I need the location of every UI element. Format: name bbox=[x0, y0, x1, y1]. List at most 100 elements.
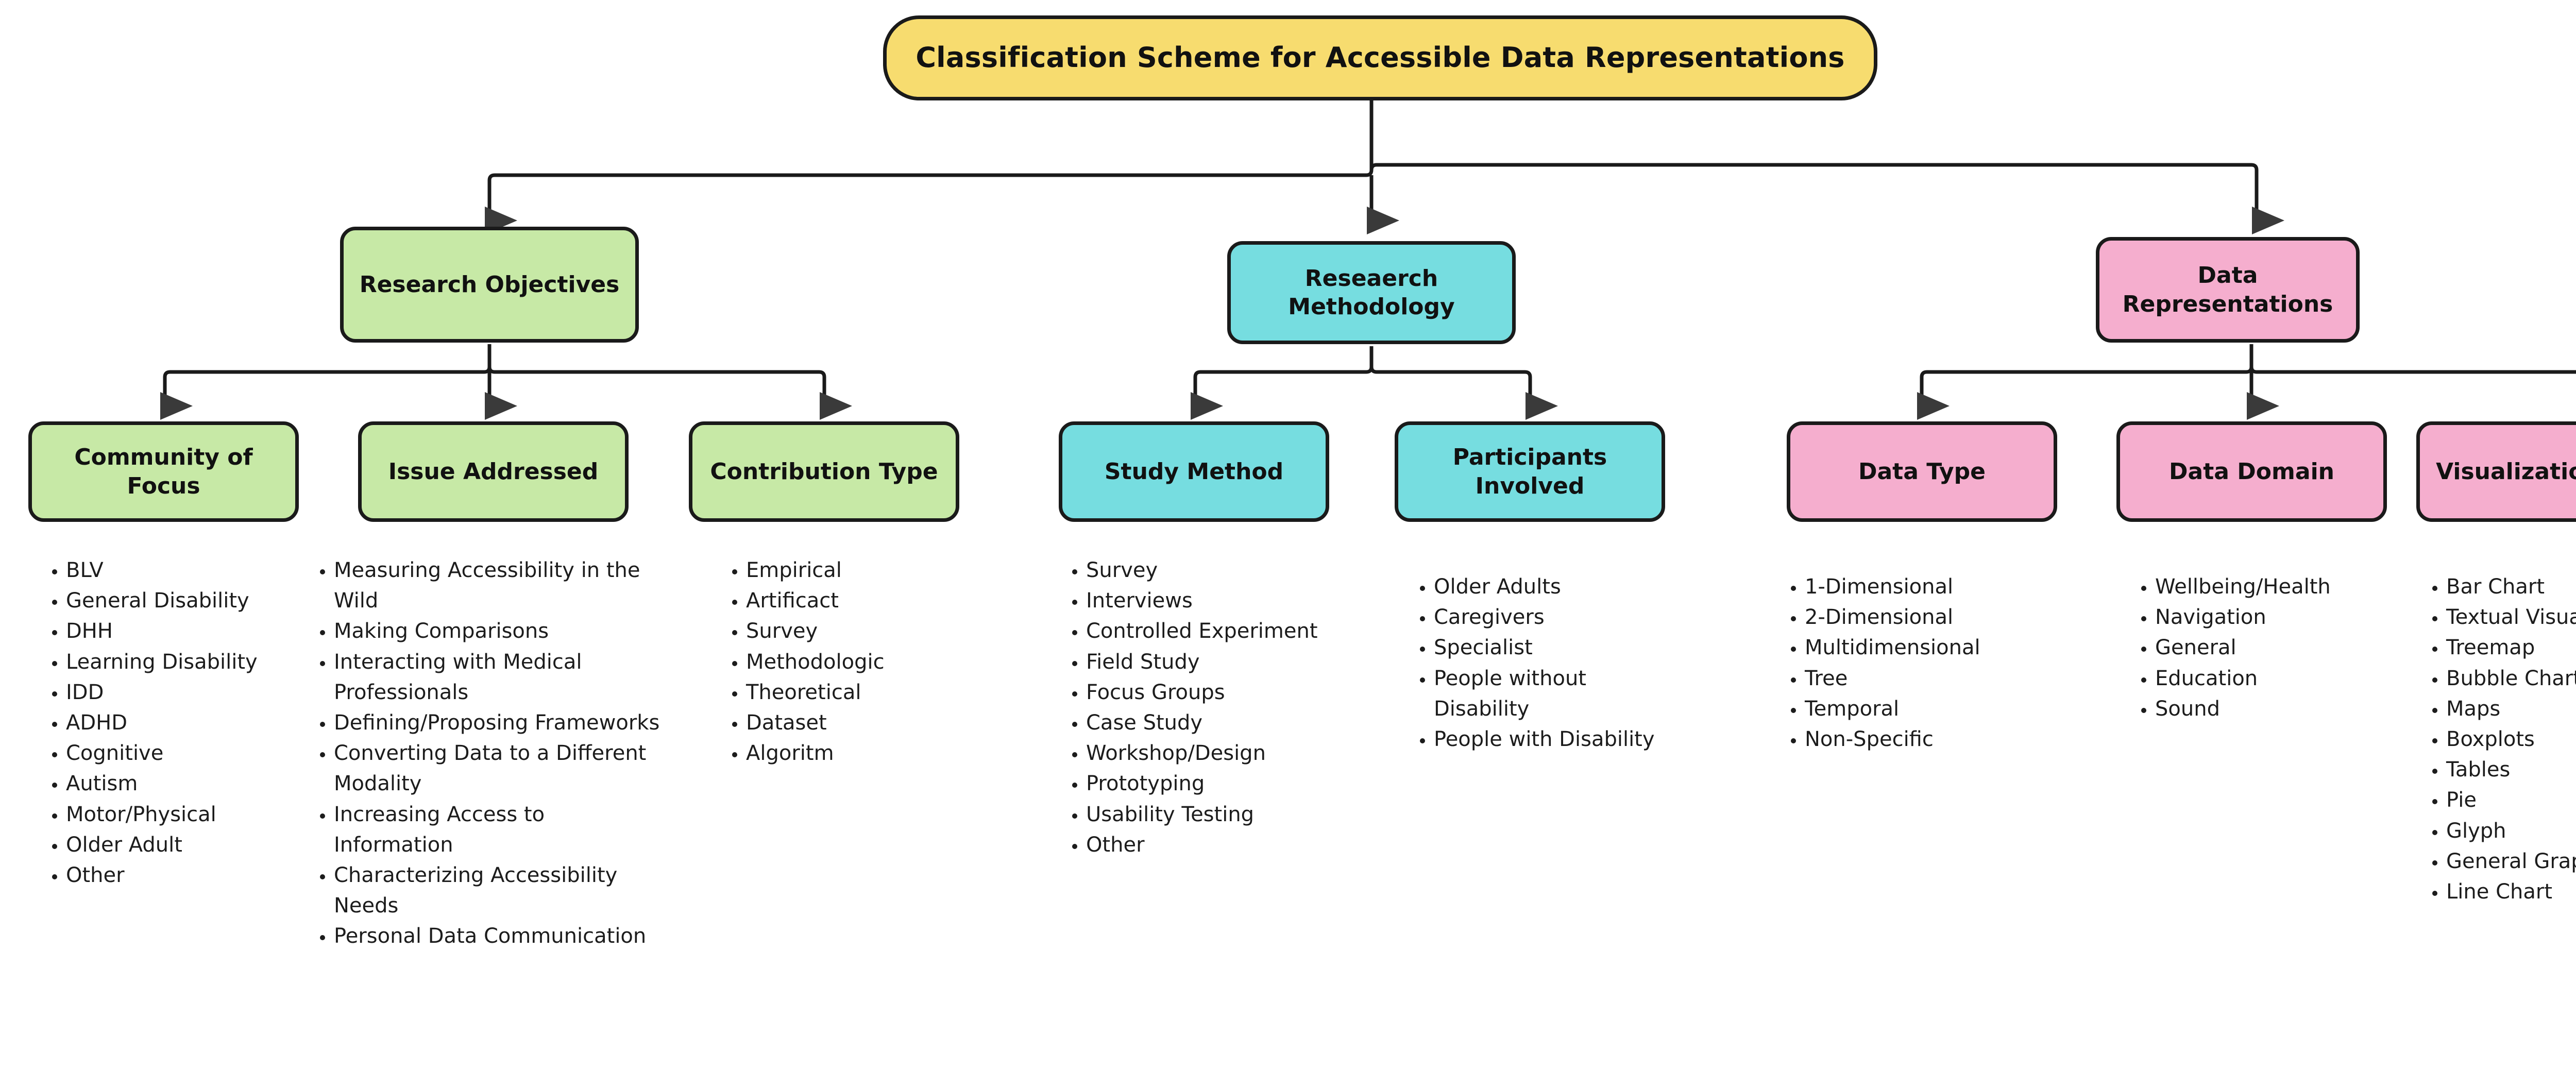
list-item: Focus Groups bbox=[1086, 677, 1350, 708]
list-item: Personal Data Communication bbox=[334, 921, 670, 952]
category-node-label: Data Type bbox=[1858, 458, 1986, 485]
list-item: Bar Chart bbox=[2446, 572, 2576, 602]
list-item: Increasing Access to Information bbox=[334, 800, 670, 860]
list-item: Interacting with Medical Professionals bbox=[334, 647, 670, 708]
list-item: Controlled Experiment bbox=[1086, 616, 1350, 647]
branch-node-reseaerch-methodology[interactable]: Reseaerch Methodology bbox=[1227, 241, 1516, 344]
branch-node-label: Research Objectives bbox=[359, 271, 620, 298]
list-item: Wellbeing/Health bbox=[2155, 572, 2409, 602]
list-item: Interviews bbox=[1086, 586, 1350, 616]
list-item: Line Chart bbox=[2446, 877, 2576, 907]
list-item: ADHD bbox=[66, 708, 299, 738]
bullet-list: EmpiricalArtificactSurveyMethodologicThe… bbox=[721, 555, 963, 769]
list-item: Maps bbox=[2446, 694, 2576, 724]
list-item: Temporal bbox=[1805, 694, 2058, 724]
list-item: Bubble Chart bbox=[2446, 664, 2576, 694]
list-item: Motor/Physical bbox=[66, 800, 299, 830]
category-node-issue-addressed[interactable]: Issue Addressed bbox=[358, 421, 629, 522]
list-participants-involved: Older AdultsCaregiversSpecialistPeople w… bbox=[1409, 572, 1687, 755]
branch-node-research-objectives[interactable]: Research Objectives bbox=[340, 227, 639, 343]
category-node-label: Study Method bbox=[1104, 458, 1284, 485]
list-community-of-focus: BLVGeneral DisabilityDHHLearning Disabil… bbox=[41, 555, 299, 891]
list-item: Specialist bbox=[1434, 633, 1687, 663]
list-item: Glyph bbox=[2446, 816, 2576, 846]
list-data-type: 1-Dimensional2-DimensionalMultidimension… bbox=[1780, 572, 2058, 755]
list-item: Older Adult bbox=[66, 830, 299, 860]
category-node-label: Issue Addressed bbox=[388, 458, 599, 485]
root-node-label: Classification Scheme for Accessible Dat… bbox=[916, 41, 1845, 74]
list-item: Caregivers bbox=[1434, 602, 1687, 633]
bullet-list: Wellbeing/HealthNavigationGeneralEducati… bbox=[2130, 572, 2409, 724]
root-node-classification-scheme[interactable]: Classification Scheme for Accessible Dat… bbox=[883, 15, 1877, 100]
list-item: Converting Data to a Different Modality bbox=[334, 738, 670, 799]
list-issue-addressed: Measuring Accessibility in the WildMakin… bbox=[309, 555, 670, 952]
list-item: 2-Dimensional bbox=[1805, 602, 2058, 633]
list-item: Textual Visualization bbox=[2446, 602, 2576, 633]
category-node-label: Visualization Type bbox=[2436, 458, 2576, 485]
list-item: Tables bbox=[2446, 755, 2576, 785]
list-item: Boxplots bbox=[2446, 724, 2576, 755]
category-node-study-method[interactable]: Study Method bbox=[1059, 421, 1329, 522]
list-item: Other bbox=[1086, 830, 1350, 860]
list-item: Artificact bbox=[746, 586, 963, 616]
list-item: 1-Dimensional bbox=[1805, 572, 2058, 602]
bullet-list: SurveyInterviewsControlled ExperimentFie… bbox=[1061, 555, 1350, 860]
list-item: People without Disability bbox=[1434, 664, 1687, 724]
bullet-list: 1-Dimensional2-DimensionalMultidimension… bbox=[1780, 572, 2058, 755]
list-item: Treemap bbox=[2446, 633, 2576, 663]
branch-node-data-representations[interactable]: Data Representations bbox=[2096, 237, 2360, 343]
category-node-visualization-type[interactable]: Visualization Type bbox=[2416, 421, 2576, 522]
list-item: Making Comparisons bbox=[334, 616, 670, 647]
list-item: Empirical bbox=[746, 555, 963, 586]
category-node-participants-involved[interactable]: Participants Involved bbox=[1395, 421, 1665, 522]
list-item: Autism bbox=[66, 769, 299, 799]
list-item: Methodologic bbox=[746, 647, 963, 677]
list-item: Cognitive bbox=[66, 738, 299, 769]
list-item: Sound bbox=[2155, 694, 2409, 724]
branch-node-label: Data Representations bbox=[2122, 262, 2333, 317]
list-item: Navigation bbox=[2155, 602, 2409, 633]
category-node-data-domain[interactable]: Data Domain bbox=[2116, 421, 2387, 522]
category-node-label: Participants Involved bbox=[1452, 444, 1607, 499]
list-item: Usability Testing bbox=[1086, 800, 1350, 830]
list-item: General Graphics bbox=[2446, 846, 2576, 877]
bullet-list: BLVGeneral DisabilityDHHLearning Disabil… bbox=[41, 555, 299, 891]
list-item: Pie bbox=[2446, 785, 2576, 816]
list-item: General Disability bbox=[66, 586, 299, 616]
list-item: Workshop/Design bbox=[1086, 738, 1350, 769]
category-node-community-of-focus[interactable]: Community of Focus bbox=[28, 421, 299, 522]
list-item: Measuring Accessibility in the Wild bbox=[334, 555, 670, 616]
list-item: Learning Disability bbox=[66, 647, 299, 677]
list-item: Survey bbox=[1086, 555, 1350, 586]
list-item: Characterizing Accessibility Needs bbox=[334, 860, 670, 921]
list-contribution-type: EmpiricalArtificactSurveyMethodologicThe… bbox=[721, 555, 963, 769]
list-item: Dataset bbox=[746, 708, 963, 738]
list-item: IDD bbox=[66, 677, 299, 708]
list-item: General bbox=[2155, 633, 2409, 663]
list-item: Algoritm bbox=[746, 738, 963, 769]
category-node-data-type[interactable]: Data Type bbox=[1787, 421, 2057, 522]
category-node-contribution-type[interactable]: Contribution Type bbox=[689, 421, 959, 522]
list-visualization-type: Bar ChartTextual VisualizationTreemapBub… bbox=[2421, 572, 2576, 907]
list-data-domain: Wellbeing/HealthNavigationGeneralEducati… bbox=[2130, 572, 2409, 724]
list-item: Education bbox=[2155, 664, 2409, 694]
list-item: Survey bbox=[746, 616, 963, 647]
category-node-label: Community of Focus bbox=[74, 444, 253, 499]
list-item: Non-Specific bbox=[1805, 724, 2058, 755]
list-item: Multidimensional bbox=[1805, 633, 2058, 663]
list-item: DHH bbox=[66, 616, 299, 647]
category-node-label: Contribution Type bbox=[710, 458, 938, 485]
list-item: People with Disability bbox=[1434, 724, 1687, 755]
branch-node-label: Reseaerch Methodology bbox=[1288, 265, 1455, 320]
list-item: Tree bbox=[1805, 664, 2058, 694]
list-study-method: SurveyInterviewsControlled ExperimentFie… bbox=[1061, 555, 1350, 860]
list-item: Prototyping bbox=[1086, 769, 1350, 799]
list-item: Older Adults bbox=[1434, 572, 1687, 602]
bullet-list: Bar ChartTextual VisualizationTreemapBub… bbox=[2421, 572, 2576, 907]
list-item: BLV bbox=[66, 555, 299, 586]
bullet-list: Older AdultsCaregiversSpecialistPeople w… bbox=[1409, 572, 1687, 755]
list-item: Theoretical bbox=[746, 677, 963, 708]
list-item: Case Study bbox=[1086, 708, 1350, 738]
list-item: Defining/Proposing Frameworks bbox=[334, 708, 670, 738]
list-item: Field Study bbox=[1086, 647, 1350, 677]
